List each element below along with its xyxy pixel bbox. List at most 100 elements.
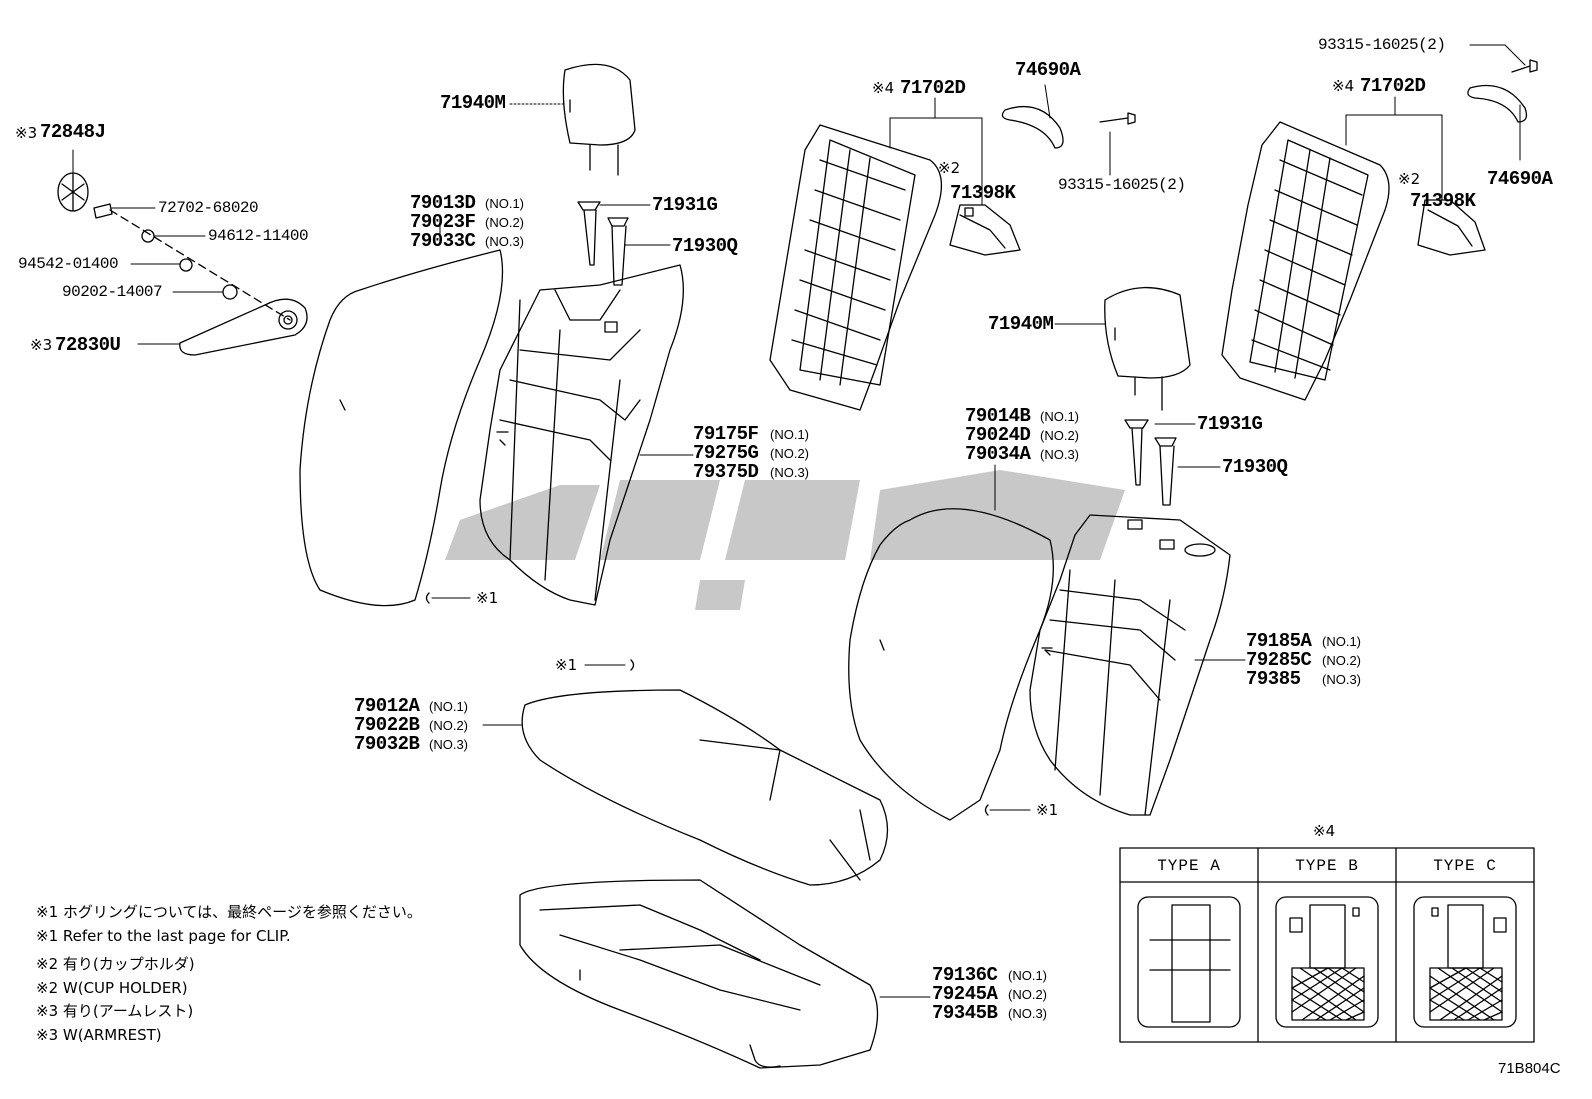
legend-line: ※3 W(ARMREST) [36,1026,162,1044]
part-number-pin[interactable]: 72702-68020 [158,199,259,217]
cup-holder-right-icon [1417,199,1486,256]
cupholder-right-mark: ※2 [1398,170,1421,188]
part-number-screw-left[interactable]: 93315-16025(2) [1058,176,1186,194]
seat-cushion-cover-icon [521,689,889,886]
part-note: (NO.1) [1322,634,1361,649]
seat-cushion-pad-icon [519,879,879,1069]
part-note: (NO.3) [1040,447,1079,462]
type-table-mark: ※4 [1313,822,1336,840]
part-number-frame-left[interactable]: 71702D [900,77,966,99]
part-number-cupholder-left[interactable]: 71398K [950,182,1016,204]
type-c-header: TYPE C [1433,857,1497,875]
part-note: (NO.1) [429,699,468,714]
part-number-handle-left[interactable]: 74690A [1015,59,1081,81]
clip-icon [984,804,989,816]
part-number-support-right[interactable]: 71930Q [1222,456,1288,478]
armrest-icon [179,298,308,356]
part-note: (NO.1) [1040,409,1079,424]
clip-mark: ※1 [1036,801,1059,819]
armrest-knob-icon [57,172,89,212]
part-number[interactable]: 79185A [1246,630,1312,652]
part-number[interactable]: 79275G [693,442,759,464]
part-note: (NO.3) [1322,672,1361,687]
part-number-guide-left[interactable]: 71931G [652,194,718,216]
part-note: (NO.2) [770,446,809,461]
legend-line: ※1 ホグリングについては、最終ページを参照ください。 [36,903,422,921]
washer-icon [179,258,193,272]
seatback-frame-middle-icon [769,124,942,411]
diagram-code: 71B804C [1498,1060,1561,1077]
part-number-frame-right[interactable]: 71702D [1360,75,1426,97]
pin-icon [93,203,113,219]
part-number-headrest-left[interactable]: 71940M [440,92,506,114]
washer-icon [222,284,238,300]
part-number-handle-right[interactable]: 74690A [1487,168,1553,190]
seatback-pad-left-icon [479,264,684,606]
seatback-cover-left-icon [299,249,504,607]
part-number[interactable]: 79385 [1246,668,1301,690]
armrest-mark: ※3 [30,336,53,354]
screw-middle-icon [1099,112,1136,125]
part-number[interactable]: 79345B [932,1002,998,1024]
type-c-seatback-icon [1413,896,1517,1028]
washer-icon [141,229,155,243]
part-note: (NO.2) [1040,428,1079,443]
part-note: (NO.1) [770,427,809,442]
part-number[interactable]: 79034A [965,443,1031,465]
part-number-armrest-knob[interactable]: 72848J [40,121,106,143]
part-number-armrest[interactable]: 72830U [55,334,121,356]
legend-line: ※1 Refer to the last page for CLIP. [36,927,291,945]
part-number-washer2[interactable]: 94542-01400 [18,255,119,273]
legend-line: ※2 有り(カップホルダ) [36,955,195,973]
part-number-screw-right[interactable]: 93315-16025(2) [1318,36,1446,54]
part-note: (NO.2) [485,215,524,230]
part-number-headrest-right[interactable]: 71940M [988,313,1054,335]
part-number-support-left[interactable]: 71930Q [672,235,738,257]
type-table [1119,847,1535,1043]
assembly-axis [109,209,291,321]
part-number[interactable]: 79375D [693,461,759,483]
part-note: (NO.1) [485,196,524,211]
part-note: (NO.3) [429,737,468,752]
part-number-guide-right[interactable]: 71931G [1197,413,1263,435]
part-number-washer3[interactable]: 90202-14007 [62,283,163,301]
assist-handle-middle-icon [1001,106,1064,149]
part-number-washer1[interactable]: 94612-11400 [208,227,309,245]
headrest-guide-left-icon [577,201,629,286]
headrest-right-icon [1104,286,1191,411]
part-number[interactable]: 79022B [354,714,420,736]
part-note: (NO.2) [1322,653,1361,668]
legend-line: ※3 有り(アームレスト) [36,1002,194,1020]
armrest-knob-mark: ※3 [15,124,38,142]
part-number[interactable]: 79013D [410,192,476,214]
cupholder-left-mark: ※2 [938,159,961,177]
part-number[interactable]: 79136C [932,964,998,986]
frame-left-mark: ※4 [872,79,895,97]
part-number[interactable]: 79012A [354,695,420,717]
seatback-frame-right-icon [1221,121,1390,401]
seatback-pad-right-icon [1029,514,1231,816]
type-a-seatback-icon [1137,896,1241,1028]
part-number[interactable]: 79245A [932,983,998,1005]
part-note: (NO.3) [1008,1006,1047,1021]
clip-mark: ※1 [555,656,578,674]
part-number[interactable]: 79024D [965,424,1031,446]
legend-line: ※2 W(CUP HOLDER) [36,979,188,997]
part-number-cupholder-right[interactable]: 71398K [1410,190,1476,212]
part-number[interactable]: 79032B [354,733,420,755]
frame-right-mark: ※4 [1332,77,1355,95]
type-a-header: TYPE A [1157,857,1221,875]
part-note: (NO.2) [429,718,468,733]
type-b-header: TYPE B [1295,857,1359,875]
part-number[interactable]: 79175F [693,423,759,445]
clip-icon [425,592,430,604]
part-note: (NO.1) [1008,968,1047,983]
watermark-logo [445,470,1125,610]
part-number[interactable]: 79033C [410,230,476,252]
part-number[interactable]: 79023F [410,211,476,233]
part-number[interactable]: 79014B [965,405,1031,427]
headrest-left-icon [562,63,636,176]
part-number[interactable]: 79285C [1246,649,1312,671]
